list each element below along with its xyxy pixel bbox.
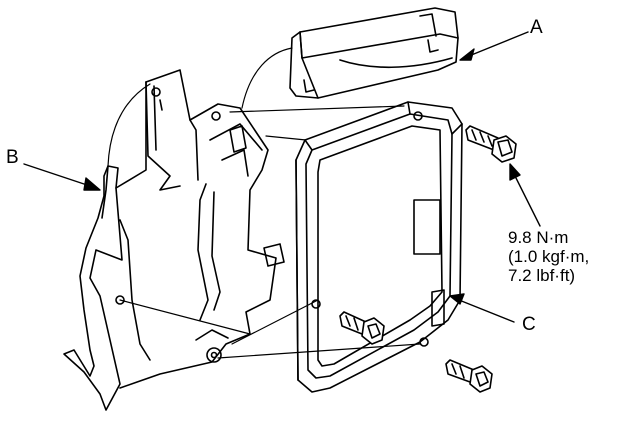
arrowhead-a xyxy=(459,48,475,61)
bolt-middle xyxy=(339,311,385,345)
bolt-bottom xyxy=(445,359,493,393)
leader-line-c xyxy=(453,297,515,323)
leader-line-torque xyxy=(511,169,541,227)
label-b: B xyxy=(6,147,19,168)
leader-arrows xyxy=(23,31,541,323)
cover-part-a xyxy=(289,7,459,99)
assembly-guide-lines xyxy=(107,47,421,359)
label-c: C xyxy=(522,314,536,335)
arrowhead-b xyxy=(83,177,101,191)
arrowhead-c xyxy=(449,293,465,305)
torque-spec: 9.8 N·m (1.0 kgf·m, 7.2 lbf·ft) xyxy=(508,228,589,285)
label-a: A xyxy=(530,17,543,38)
arrowhead-torque xyxy=(509,163,521,181)
ecm-module xyxy=(295,101,463,393)
bracket-part-b xyxy=(63,69,285,411)
torque-line-1: 9.8 N·m xyxy=(508,228,569,247)
leader-line-b xyxy=(23,163,97,189)
leader-line-a xyxy=(463,31,529,59)
bolt-top-right xyxy=(465,125,517,163)
torque-line-2: (1.0 kgf·m, xyxy=(508,247,590,266)
torque-line-3: 7.2 lbf·ft) xyxy=(508,266,576,285)
